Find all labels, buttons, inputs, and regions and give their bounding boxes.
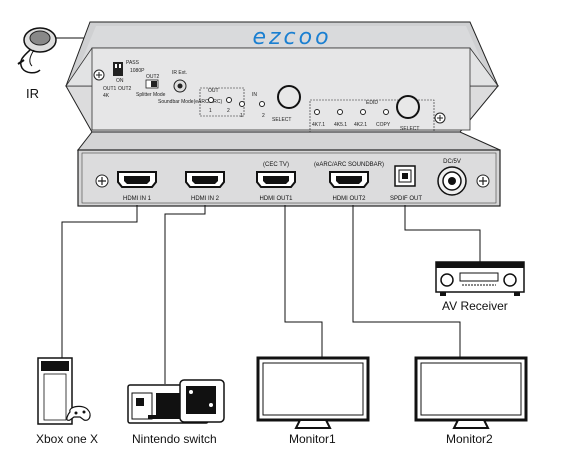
dip-on-label: ON — [116, 78, 124, 84]
hdmi-in1-label: HDMI IN 1 — [123, 196, 152, 202]
spdif-out-label: SPDIF OUT — [390, 196, 422, 202]
edid-label: EDID — [366, 100, 378, 106]
led-edid-4 — [383, 109, 389, 115]
hdmi-in2-port[interactable] — [185, 171, 225, 188]
hdmi-out1-port[interactable] — [256, 171, 296, 188]
edid-mode-4k51: 4K5.1 — [334, 122, 347, 128]
xbox-console-icon — [37, 357, 91, 425]
hdmi-in1-port[interactable] — [117, 171, 157, 188]
hdmi-out2-label: HDMI OUT2 — [333, 196, 367, 202]
in-leds-label: IN — [252, 92, 257, 98]
out-digit-2: 2 — [227, 108, 230, 114]
out-digit-1: 1 — [209, 108, 212, 114]
led-edid-2 — [337, 109, 343, 115]
in-digit-1: 1 — [240, 113, 243, 119]
switch-label: Nintendo switch — [132, 432, 217, 446]
ir-remote-icon — [17, 27, 57, 74]
edid-select-label: SELECT — [400, 126, 419, 132]
soundbar-mode-label: Soundbar Mode(eARC/ARC) — [158, 99, 223, 105]
hdmi-in2-label: HDMI IN 2 — [191, 196, 220, 202]
ir-label: IR — [26, 86, 39, 101]
monitor2-icon — [414, 356, 528, 429]
dip-pass-label: PASS — [126, 60, 140, 66]
nintendo-switch-icon — [127, 379, 225, 424]
screw-icon — [93, 69, 105, 81]
spdif-out-port[interactable] — [394, 165, 416, 187]
screw-icon — [476, 174, 490, 188]
dip-label-1080p: 1080P — [130, 68, 145, 74]
dip-label-4k: 4K — [103, 93, 110, 99]
in-select-label: SELECT — [272, 117, 291, 123]
monitor1-label: Monitor1 — [289, 432, 336, 446]
dc-power-jack[interactable] — [437, 166, 467, 196]
monitor1-icon — [256, 356, 370, 429]
screw-icon — [95, 174, 109, 188]
led-out2 — [226, 97, 232, 103]
dc-power-label: DC/5V — [443, 159, 461, 165]
out2-switch-label: OUT2 — [146, 74, 160, 80]
in-select-button[interactable] — [277, 85, 301, 109]
led-in2 — [259, 101, 265, 107]
dip-label-out1: OUT1 — [103, 86, 117, 92]
dip-switch[interactable] — [113, 62, 123, 76]
hdmi-out2-port[interactable] — [329, 171, 369, 188]
cables — [61, 205, 481, 384]
hdmi-out1-caption: (CEC TV) — [263, 162, 289, 168]
led-edid-3 — [360, 109, 366, 115]
brand-logo: ezcoo — [252, 25, 331, 50]
in-digit-2: 2 — [262, 113, 265, 119]
screw-icon — [434, 112, 446, 124]
hdmi-out2-caption: (eARC/ARC SOUNDBAR) — [314, 162, 384, 168]
led-in1 — [239, 101, 245, 107]
hdmi-out1-label: HDMI OUT1 — [260, 196, 294, 202]
edid-copy-label: COPY — [376, 122, 391, 128]
av-receiver-icon — [435, 261, 525, 296]
edid-select-button[interactable] — [396, 95, 420, 119]
splitter-mode-label: Splitter Mode — [136, 92, 166, 98]
led-out1 — [208, 97, 214, 103]
av-receiver-label: AV Receiver — [442, 299, 508, 313]
monitor2-label: Monitor2 — [446, 432, 493, 446]
edid-mode-4k71: 4K7.1 — [312, 122, 325, 128]
ir-ext-label: IR Ext. — [172, 70, 187, 76]
edid-mode-4k21: 4K2.1 — [354, 122, 367, 128]
xbox-label: Xbox one X — [36, 432, 99, 446]
out-leds-label: OUT — [208, 88, 219, 94]
led-edid-1 — [314, 109, 320, 115]
device-front-panel — [76, 131, 501, 207]
dip-label-out2: OUT2 — [118, 86, 132, 92]
